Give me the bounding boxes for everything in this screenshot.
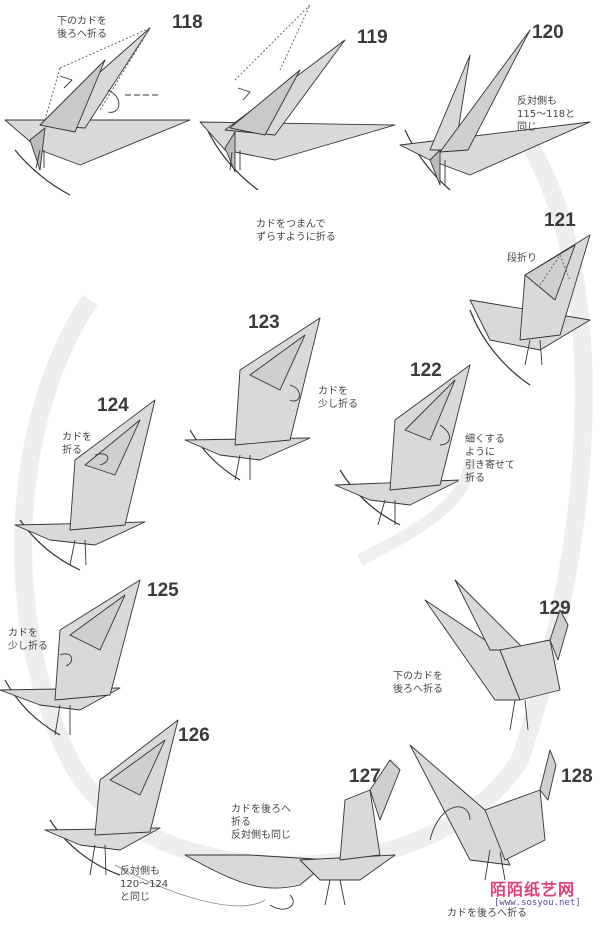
diagram-step-129 <box>424 579 569 731</box>
diagram-step-127 <box>184 759 401 910</box>
note-125: カドを 少し折る <box>8 628 48 652</box>
note-126: 反対側も 120〜124 と同じ <box>120 866 169 903</box>
diagram-step-125 <box>0 579 141 736</box>
step-number-120: 120 <box>532 22 564 43</box>
watermark-url: [www.sosyou.net] <box>494 898 581 908</box>
step-number-119: 119 <box>357 27 388 48</box>
diagram-step-118 <box>4 27 191 196</box>
diagram-step-128 <box>409 744 557 881</box>
step-number-127: 127 <box>349 766 381 787</box>
diagram-step-120 <box>399 29 591 191</box>
step-number-125: 125 <box>147 580 179 601</box>
note-121: 段折り <box>507 253 537 264</box>
diagram-step-126 <box>44 719 179 876</box>
step-number-124: 124 <box>97 395 129 416</box>
step-number-122: 122 <box>410 360 442 381</box>
diagram-step-119 <box>199 4 396 191</box>
note-118: 下のカドを 後ろへ折る <box>57 16 107 40</box>
diagram-step-121 <box>469 234 591 386</box>
note-120: 反対側も 115〜118と 同じ <box>517 96 576 133</box>
note-123: カドを 少し折る <box>318 386 358 410</box>
step-number-126: 126 <box>178 725 210 746</box>
diagram-step-124 <box>14 399 156 571</box>
note-129: 下のカドを 後ろへ折る <box>393 671 443 695</box>
step-number-128: 128 <box>561 766 593 787</box>
note-124: カドを 折る <box>62 432 92 456</box>
step-number-118: 118 <box>172 12 203 33</box>
step-arrow <box>114 864 266 907</box>
step-number-129: 129 <box>539 598 571 619</box>
watermark-brand: 陌陌纸艺网 <box>490 880 576 899</box>
note-between-119-120: カドをつまんで ずらすように折る <box>256 219 336 243</box>
note-122: 細くする ように 引き寄せて 折る <box>465 434 515 484</box>
diagram-step-122 <box>334 364 471 526</box>
step-arrow <box>357 459 476 566</box>
note-128: カドを後ろへ折る <box>447 908 527 919</box>
note-127: カドを後ろへ 折る 反対側も同じ <box>231 804 291 841</box>
diagram-step-123 <box>184 317 321 481</box>
step-number-121: 121 <box>544 210 576 231</box>
step-number-123: 123 <box>248 312 280 333</box>
